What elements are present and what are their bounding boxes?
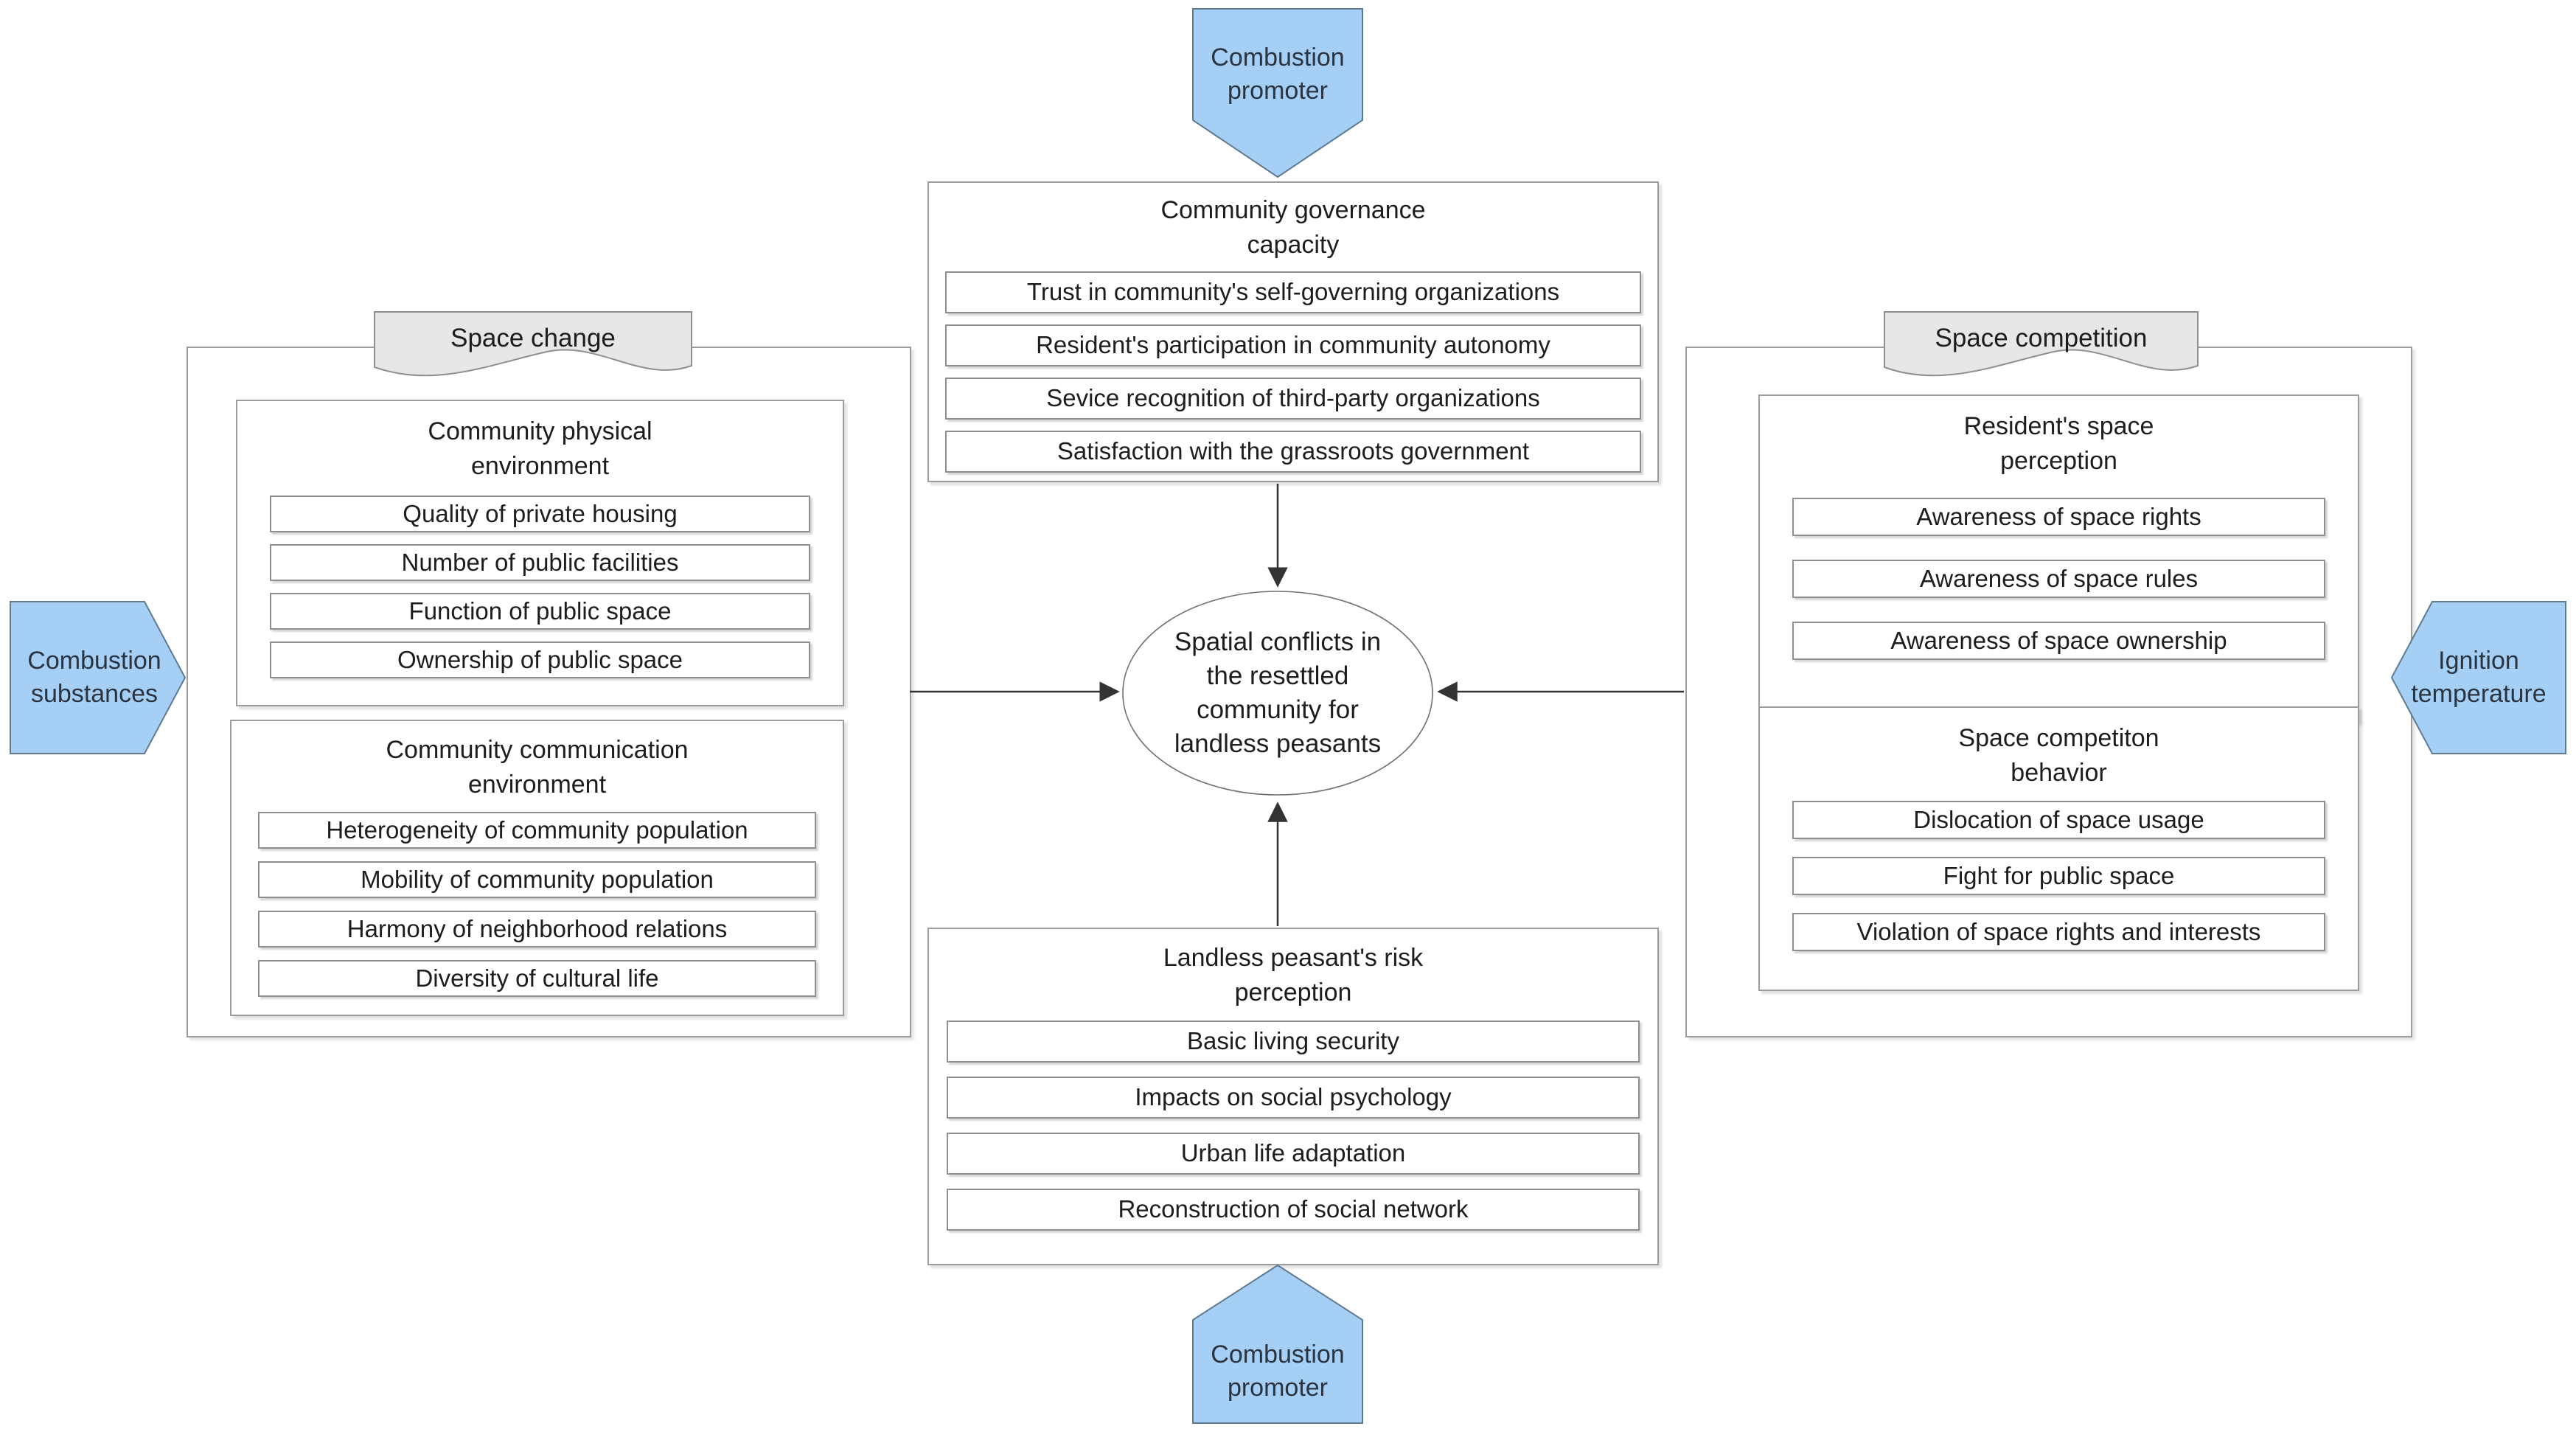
physical-environment-box: Community physical environment Quality o…: [236, 400, 844, 706]
space-behavior-box: Space competiton behavior Dislocation of…: [1758, 706, 2359, 991]
combustion-substances-shape: [10, 601, 187, 754]
indicator-box: Awareness of space rules: [1792, 559, 2325, 598]
indicator-box: Urban life adaptation: [947, 1132, 1640, 1175]
indicator-box: Resident's participation in community au…: [945, 324, 1641, 366]
indicator-box: Reconstruction of social network: [947, 1188, 1640, 1231]
indicator-box: Ownership of public space: [270, 641, 810, 678]
governance-box: Community governance capacity Trust in c…: [927, 181, 1659, 482]
central-conflict-ellipse: [1122, 591, 1433, 796]
indicator-box: Number of public facilities: [270, 543, 810, 581]
indicator-box: Quality of private housing: [270, 495, 810, 532]
ignition-temperature-label: Ignition temperature: [2411, 647, 2547, 708]
indicator-box: Violation of space rights and interests: [1792, 912, 2325, 951]
indicator-box: Dislocation of space usage: [1792, 800, 2325, 839]
communication-environment-box: Community communication environment Hete…: [230, 720, 844, 1016]
physical-environment-title: Community physical environment: [428, 417, 652, 480]
indicator-box: Function of public space: [270, 592, 810, 630]
indicator-box: Trust in community's self-governing orga…: [945, 271, 1641, 313]
indicator-box: Sevice recognition of third-party organi…: [945, 377, 1641, 420]
combustion-promoter-top-shape: [1192, 8, 1363, 178]
space-perception-title: Resident's space perception: [1963, 412, 2154, 475]
indicator-box: Heterogeneity of community population: [258, 811, 816, 849]
indicator-box: Awareness of space rights: [1792, 497, 2325, 536]
indicator-box: Mobility of community population: [258, 860, 816, 898]
governance-title: Community governance capacity: [1160, 196, 1426, 259]
combustion-promoter-bottom-shape: [1192, 1264, 1363, 1424]
space-behavior-title: Space competiton behavior: [1958, 724, 2159, 787]
indicator-box: Awareness of space ownership: [1792, 621, 2325, 660]
combustion-promoter-bottom-label: Combustion promoter: [1211, 1341, 1345, 1402]
risk-perception-box: Landless peasant's risk perception Basic…: [927, 928, 1659, 1265]
indicator-box: Satisfaction with the grassroots governm…: [945, 430, 1641, 473]
combustion-promoter-top-label: Combustion promoter: [1211, 44, 1345, 105]
combustion-substances-label: Combustion substances: [27, 647, 161, 708]
indicator-box: Fight for public space: [1792, 856, 2325, 895]
indicator-box: Basic living security: [947, 1020, 1640, 1063]
indicator-box: Impacts on social psychology: [947, 1076, 1640, 1119]
communication-environment-title: Community communication environment: [386, 736, 689, 799]
indicator-box: Diversity of cultural life: [258, 959, 816, 997]
space-perception-box: Resident's space perception Awareness of…: [1758, 394, 2359, 723]
ignition-temperature-shape: [2390, 601, 2566, 754]
risk-perception-title: Landless peasant's risk perception: [1163, 944, 1424, 1006]
indicator-box: Harmony of neighborhood relations: [258, 910, 816, 948]
central-conflict-label: Spatial conflicts in the resettled commu…: [1174, 627, 1382, 759]
